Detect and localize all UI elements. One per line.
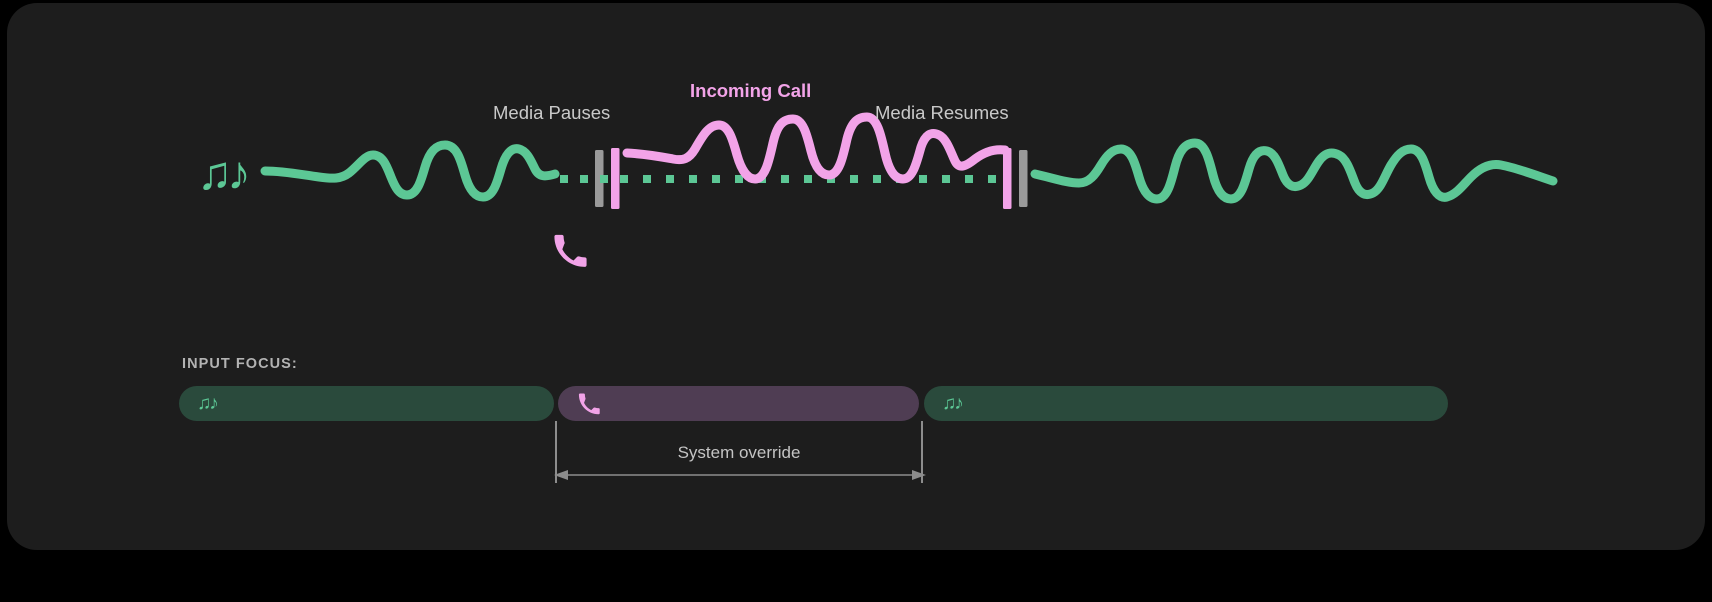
music-notes-icon: ♫♪: [197, 393, 219, 414]
music-notes-icon: ♫♪: [197, 146, 251, 199]
waveform-media-before: [260, 140, 560, 202]
override-span-arrow: [554, 470, 926, 480]
label-media-pauses: Media Pauses: [493, 102, 611, 123]
focus-bar-media-after[interactable]: ♫♪: [924, 386, 1448, 421]
label-media-resumes: Media Resumes: [875, 102, 1009, 123]
input-focus-label: INPUT FOCUS:: [182, 356, 298, 372]
timeline-waveform: [260, 112, 1558, 209]
music-notes-icon: ♫♪: [942, 393, 964, 414]
label-incoming-call: Incoming Call: [690, 80, 812, 101]
focus-bar-call[interactable]: [558, 386, 919, 421]
system-override-caption: System override: [677, 443, 801, 462]
resume-marker-gray-bar: [1019, 150, 1028, 207]
resume-marker-pink-bar: [1003, 148, 1012, 209]
phone-icon: [553, 233, 587, 269]
waveform-incoming-call: [622, 112, 1010, 184]
paused-media-dots: [560, 175, 996, 183]
waveform-media-after: [1030, 138, 1558, 204]
pause-marker-pink-bar: [611, 148, 620, 209]
override-bracket-left: [555, 421, 557, 483]
phone-icon: [578, 393, 600, 415]
diagram-card: Media Pauses Incoming Call Media Resumes…: [7, 3, 1705, 550]
focus-bar-media-before[interactable]: ♫♪: [179, 386, 554, 421]
pause-marker-gray-bar: [595, 150, 604, 207]
override-bracket-right: [921, 421, 923, 483]
